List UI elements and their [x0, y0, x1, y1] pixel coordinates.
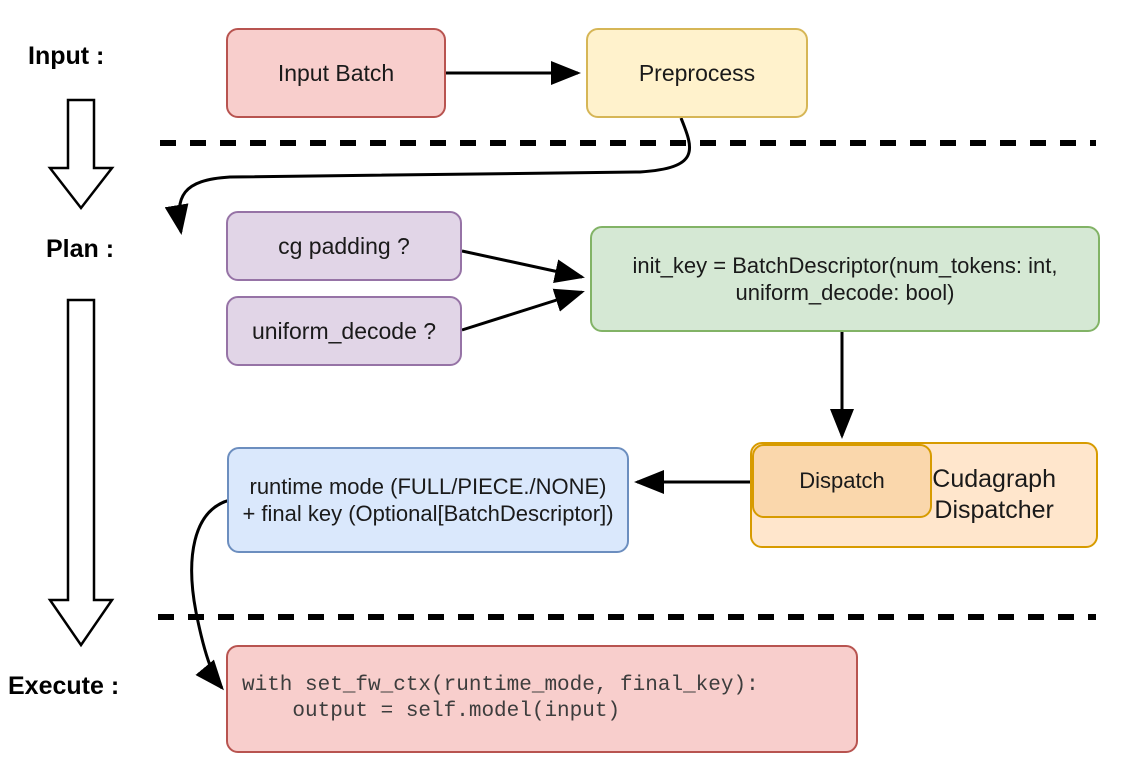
uniform-decode-to-init-key-connector	[461, 288, 585, 332]
cg-padding-to-init-key-connector	[461, 249, 585, 284]
plan-to-execute-block-arrow	[47, 298, 115, 648]
node-uniform-decode[interactable]: uniform_decode ?	[226, 296, 462, 366]
node-runtime-mode[interactable]: runtime mode (FULL/PIECE./NONE) + final …	[227, 447, 629, 553]
stage-label-input: Input :	[28, 42, 105, 70]
node-init-key[interactable]: init_key = BatchDescriptor(num_tokens: i…	[590, 226, 1100, 332]
node-dispatch[interactable]: Dispatch	[752, 444, 932, 518]
node-execute-code[interactable]: with set_fw_ctx(runtime_mode, final_key)…	[226, 645, 858, 753]
node-cg-padding[interactable]: cg padding ?	[226, 211, 462, 281]
node-input-batch[interactable]: Input Batch	[226, 28, 446, 118]
stage-label-execute: Execute :	[8, 672, 120, 700]
input-to-plan-block-arrow	[47, 98, 115, 211]
node-preprocess[interactable]: Preprocess	[586, 28, 808, 118]
stage-label-plan: Plan :	[46, 235, 115, 263]
runtime-mode-to-execute-code-connector	[190, 498, 231, 691]
